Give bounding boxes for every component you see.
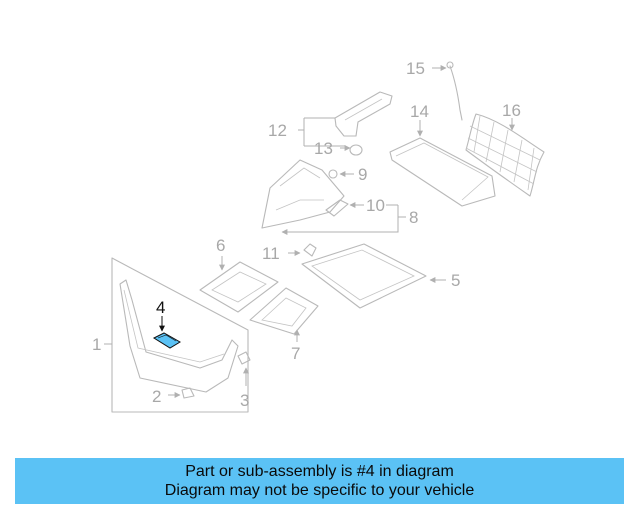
part-1-rear-trim	[104, 257, 249, 413]
callout-9: 9	[358, 165, 367, 184]
callout-6: 6	[216, 236, 225, 255]
callout-1: 1	[92, 335, 101, 354]
part-6-tray	[199, 256, 279, 313]
callout-5: 5	[451, 271, 460, 290]
info-banner: Part or sub-assembly is #4 in diagram Di…	[15, 458, 624, 504]
part-13-clip	[340, 144, 363, 156]
part-9-clip	[328, 169, 354, 179]
callout-3: 3	[240, 391, 249, 410]
part-16-net	[465, 113, 545, 197]
part-11-clip	[288, 243, 317, 257]
parts-diagram: 1 2 3 4 5 6 7 8 9 10 11 12 13 14 15 16	[92, 59, 545, 413]
callout-12: 12	[268, 121, 287, 140]
part-7-tray	[249, 287, 319, 342]
callout-2: 2	[152, 387, 161, 406]
part-5-floor-mat	[301, 243, 446, 309]
callout-4: 4	[156, 298, 165, 317]
callout-14: 14	[410, 102, 429, 121]
callout-11: 11	[262, 244, 280, 263]
callout-10: 10	[366, 196, 385, 215]
banner-line-1: Part or sub-assembly is #4 in diagram	[185, 463, 454, 480]
callout-15: 15	[406, 59, 425, 78]
part-4-highlighted-part[interactable]	[152, 316, 181, 349]
callout-7: 7	[291, 344, 300, 363]
part-12-bracket	[298, 91, 393, 147]
callout-16: 16	[502, 101, 521, 120]
part-14-cover	[389, 120, 496, 207]
part-10-light	[325, 199, 398, 217]
part-3-clip	[237, 351, 251, 386]
callout-8: 8	[409, 208, 418, 227]
part-15-strap	[432, 61, 463, 121]
part-2-clip	[168, 387, 195, 399]
part-8-side-trim	[261, 159, 406, 232]
callout-13: 13	[314, 139, 333, 158]
banner-line-2: Diagram may not be specific to your vehi…	[164, 482, 475, 499]
